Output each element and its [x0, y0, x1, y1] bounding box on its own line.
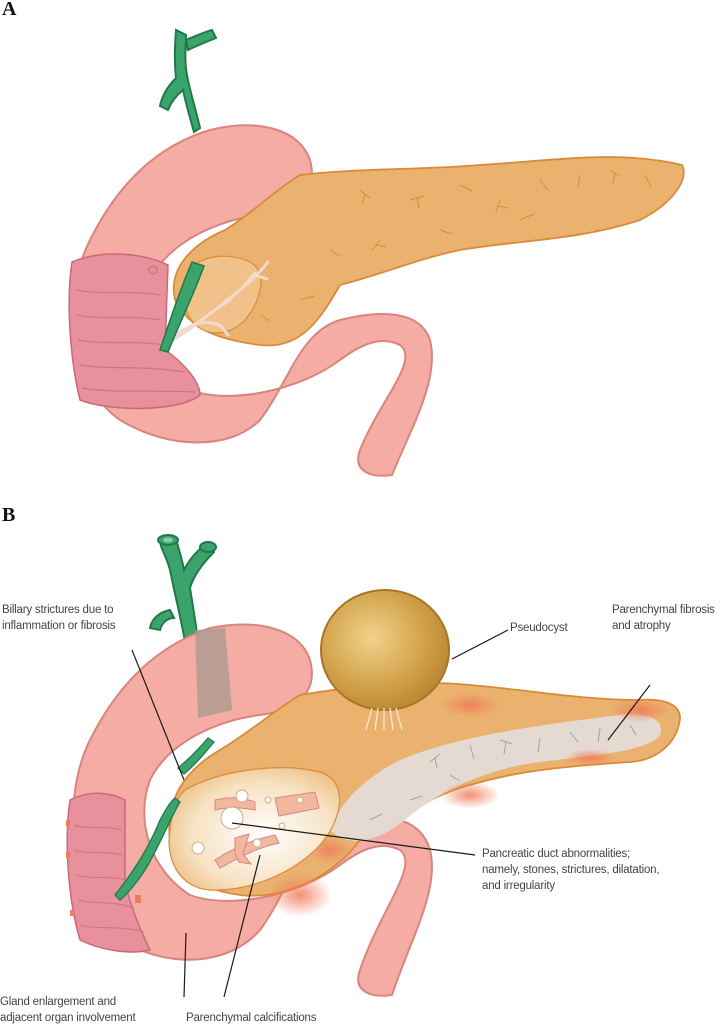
common-bile-duct — [148, 534, 217, 661]
label-parenchymal-fibrosis: Parenchymal fibrosis and atrophy — [612, 604, 715, 632]
label-biliary-strictures: Billary strictures due to inflammation o… — [2, 604, 116, 632]
leader-lines — [131, 629, 651, 998]
common-bile-duct — [158, 28, 218, 134]
label-pseudocyst: Pseudocyst — [510, 622, 568, 634]
panel-a-normal-pancreas: A — [0, 0, 720, 500]
panel-letter-a: A — [2, 0, 17, 20]
strictured-bile-duct — [114, 737, 215, 901]
pancreas-normal — [163, 156, 685, 347]
intrapancreatic-bile-duct — [159, 261, 205, 353]
duodenal-mucosa — [66, 792, 152, 953]
panel-letter-b: B — [2, 504, 16, 526]
normal-pancreas-illustration — [68, 28, 685, 477]
panel-b-chronic-pancreatitis: B — [0, 500, 720, 1028]
label-pancreatic-duct-abnormalities: Pancreatic duct abnormalities; namely, s… — [482, 848, 660, 892]
chronic-pancreatitis-illustration — [66, 534, 681, 998]
duodenal-mucosa — [68, 253, 201, 410]
pancreas-fibrotic — [168, 589, 681, 917]
label-parenchymal-calcifications: Parenchymal calcifications — [186, 1012, 317, 1024]
label-gland-enlargement: Gland enlargement and adjacent organ inv… — [0, 996, 136, 1024]
